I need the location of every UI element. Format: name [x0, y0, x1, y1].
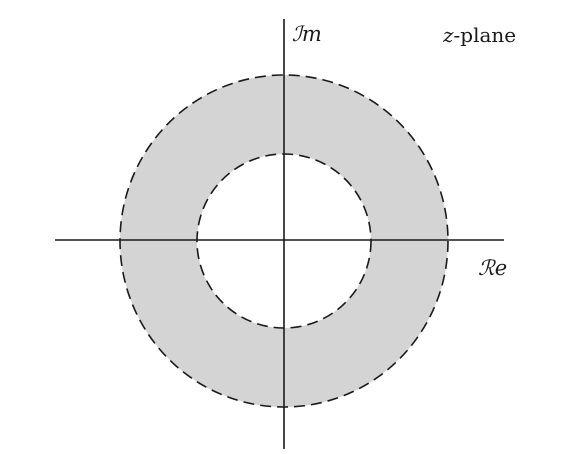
imaginary-axis-label: ℐm	[292, 22, 322, 46]
plane-label-variable: z	[442, 23, 454, 47]
inner-boundary-circle	[196, 153, 372, 329]
plane-label: z-plane	[442, 23, 516, 47]
real-axis-label: ℛe	[478, 256, 507, 280]
plane-label-suffix: -plane	[454, 23, 517, 47]
outer-boundary-circle	[119, 74, 449, 408]
